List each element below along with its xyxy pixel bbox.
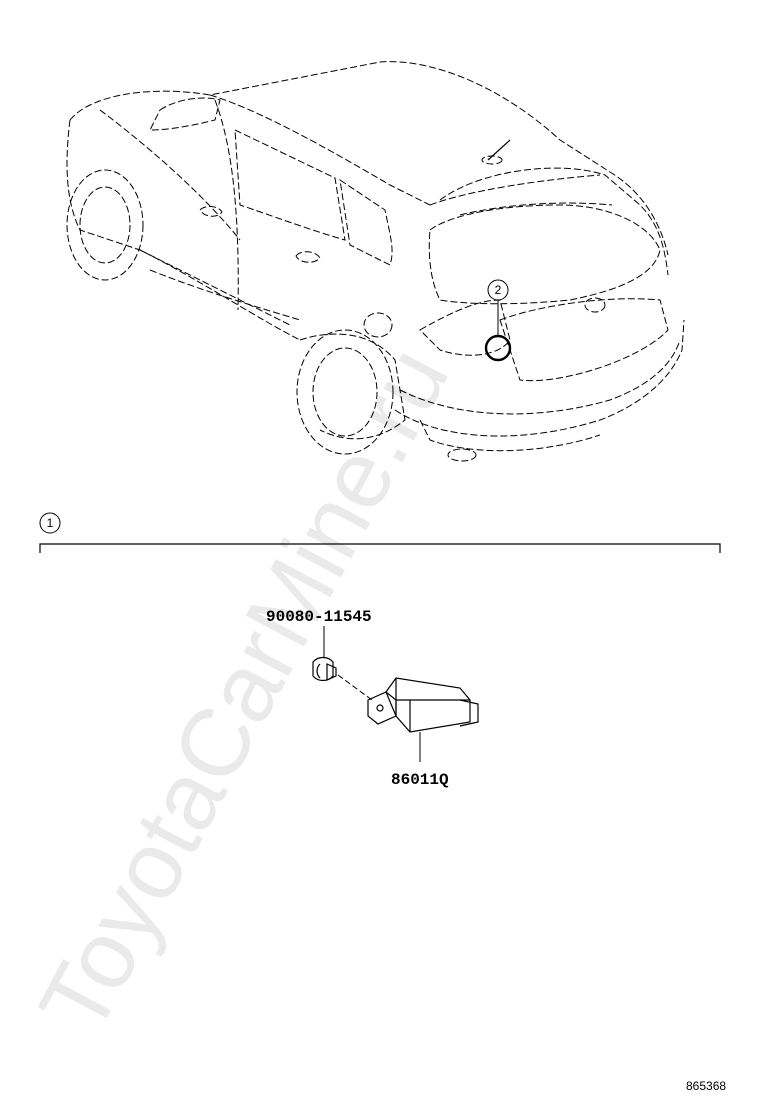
detail-group-bracket: 1 xyxy=(39,512,721,553)
part-relay: 86011Q xyxy=(367,677,479,789)
location-marker xyxy=(484,334,512,362)
callout-2-label: 2 xyxy=(495,283,502,297)
watermark-text: ToyotaCarMine.ru xyxy=(19,331,469,1050)
part-number-relay: 86011Q xyxy=(391,771,449,789)
callout-1-label: 1 xyxy=(47,516,54,530)
vehicle-illustration xyxy=(66,61,685,462)
diagram-reference-number: 865368 xyxy=(686,1079,726,1093)
vehicle-callout: 2 xyxy=(484,279,512,362)
part-number-bolt: 90080-11545 xyxy=(266,608,372,626)
part-bolt: 90080-11545 xyxy=(266,608,373,701)
